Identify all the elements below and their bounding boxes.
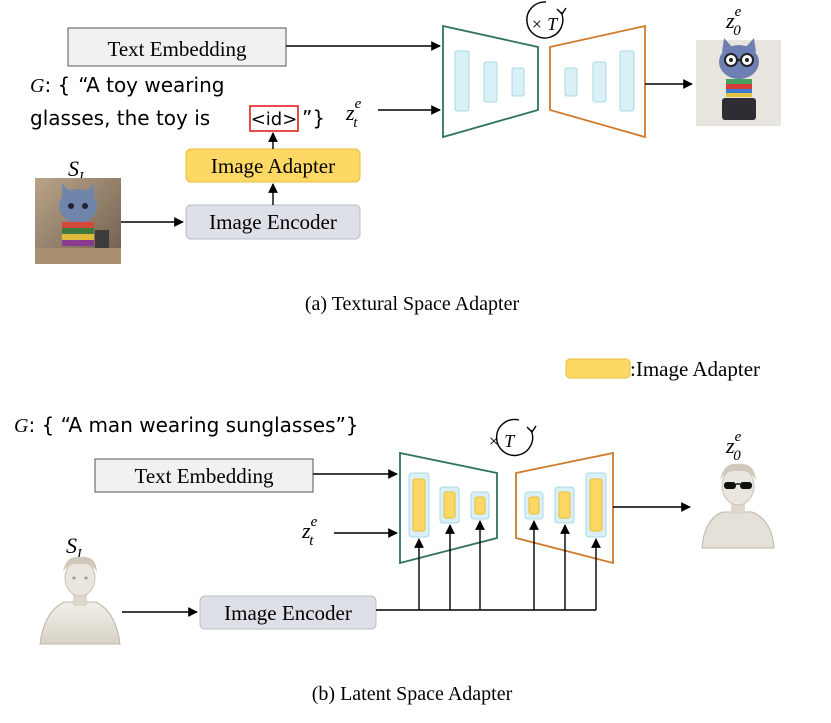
loop-label-b: × T (488, 431, 517, 451)
prompt-b: G: { “A man wearing sunglasses”} (14, 413, 359, 437)
image-adapter-label: Image Adapter (211, 154, 335, 178)
text-embedding-label-b: Text Embedding (134, 464, 274, 488)
decoder-adapter-b-2 (558, 491, 571, 519)
text-embedding-box-a (67, 27, 287, 67)
decoder-block-a-3 (619, 50, 635, 112)
encoder-block-a-2 (483, 61, 498, 103)
decoder-block-a-2 (592, 61, 607, 103)
decoder-adapter-b-1 (528, 496, 540, 515)
source-label-b: SI (66, 533, 83, 562)
text-embedding-label-a: Text Embedding (107, 37, 247, 61)
loop-icon-a (526, 1, 567, 39)
loop-icon-b (495, 418, 537, 457)
decoder-block-a-1 (564, 67, 578, 97)
encoder-adapter-b-2 (443, 491, 456, 519)
encoder-adapter-b-1 (412, 478, 426, 532)
image-encoder-label-a: Image Encoder (209, 210, 337, 234)
legend-swatch (565, 358, 631, 379)
image-encoder-label-b: Image Encoder (224, 601, 352, 625)
output-image-bust (694, 463, 780, 550)
source-image-bust (36, 556, 122, 646)
panel-a: Text Embedding G: {“A toy wearing glasse… (30, 1, 781, 315)
decoder-adapter-b-3 (589, 478, 603, 532)
encoder-block-a-1 (454, 50, 470, 112)
legend-label: :Image Adapter (630, 357, 760, 381)
legend: :Image Adapter (565, 357, 760, 381)
prompt-close-a: ”} (302, 106, 325, 130)
text-embedding-box-b (94, 458, 314, 493)
caption-a: (a) Textural Space Adapter (305, 293, 520, 315)
prompt-line1-a: G: {“A toy wearing (30, 73, 224, 97)
panel-b: G: { “A man wearing sunglasses”} Text Em… (14, 413, 780, 705)
source-label-a: SI (68, 156, 85, 185)
loop-label-a: × T (531, 14, 560, 34)
caption-b: (b) Latent Space Adapter (312, 683, 513, 705)
encoder-block-a-3 (511, 67, 525, 97)
output-image-toy (696, 38, 781, 126)
source-image-toy (35, 178, 121, 264)
encoder-adapter-b-3 (474, 496, 486, 515)
image-encoder-box-b (199, 595, 377, 630)
prompt-line2-a: glasses, the toy is (30, 106, 210, 130)
id-token-box (249, 105, 299, 132)
id-token-label: <id> (251, 109, 298, 130)
